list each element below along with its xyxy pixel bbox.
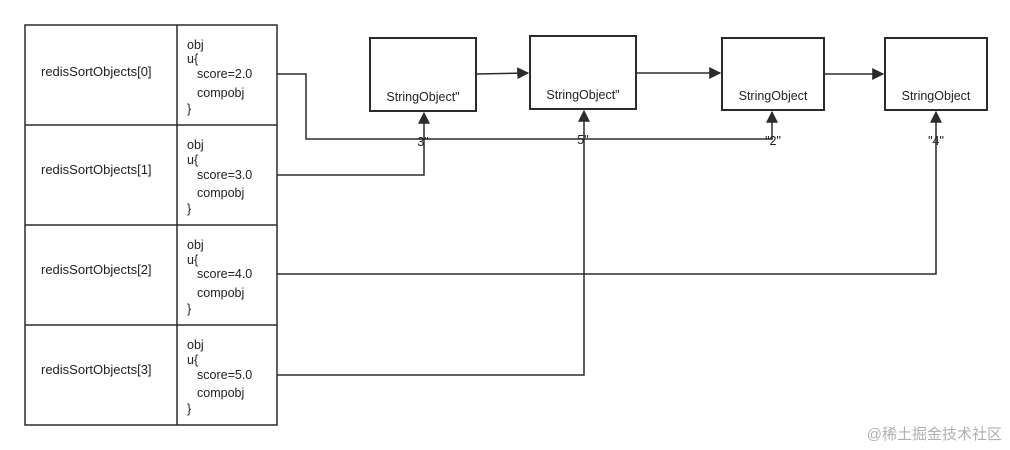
obj-field: obj xyxy=(187,38,204,52)
pointer-arrow-row1-to-3 xyxy=(277,111,430,176)
score-field: score=5.0 xyxy=(197,368,253,382)
string-object-box-4 xyxy=(884,37,988,111)
array-index-label: redisSortObjects[2] xyxy=(41,262,152,277)
string-object-line2: "2" xyxy=(765,134,781,148)
obj-field: obj xyxy=(187,238,204,252)
array-index-label: redisSortObjects[0] xyxy=(41,64,152,79)
chain-arrow-3-to-5 xyxy=(475,67,530,80)
score-field: score=2.0 xyxy=(197,67,253,81)
union-close: } xyxy=(187,402,192,416)
string-object-line1: StringObject" xyxy=(546,88,620,102)
pointer-arrow-row3-to-5 xyxy=(277,109,590,376)
string-object-line2: 3" xyxy=(417,135,429,149)
union-open: u{ xyxy=(187,153,199,167)
union-close: } xyxy=(187,202,192,216)
string-object-label: StringObject "2" xyxy=(722,59,824,164)
string-object-line1: StringObject xyxy=(901,89,971,103)
compobj-field: compobj xyxy=(197,386,245,400)
string-object-box-5 xyxy=(529,35,637,110)
union-close: } xyxy=(187,102,192,116)
string-object-line1: StringObject" xyxy=(386,90,460,104)
compobj-field: compobj xyxy=(197,186,245,200)
union-open: u{ xyxy=(187,52,199,66)
score-field: score=4.0 xyxy=(197,267,253,281)
watermark: @稀土掘金技术社区 xyxy=(866,426,1002,443)
pointer-arrow-row0-to-2 xyxy=(277,73,778,140)
string-object-label: StringObject "4" xyxy=(885,59,987,164)
string-object-box-3 xyxy=(369,37,477,112)
union-close: } xyxy=(187,302,192,316)
string-object-line2: "4" xyxy=(928,134,944,148)
compobj-field: compobj xyxy=(197,86,245,100)
score-field: score=3.0 xyxy=(197,168,253,182)
sort-objects-table xyxy=(24,24,278,426)
obj-field: obj xyxy=(187,138,204,152)
string-object-label: StringObject" 3" xyxy=(370,60,476,165)
string-object-label: StringObject" 5" xyxy=(530,58,636,163)
string-object-line2: 5" xyxy=(577,133,589,147)
string-object-line1: StringObject xyxy=(738,89,808,103)
union-open: u{ xyxy=(187,353,199,367)
array-index-label: redisSortObjects[1] xyxy=(41,162,152,177)
compobj-field: compobj xyxy=(197,286,245,300)
pointer-arrow-row2-to-4 xyxy=(277,110,942,275)
union-open: u{ xyxy=(187,253,199,267)
obj-field: obj xyxy=(187,338,204,352)
array-index-label: redisSortObjects[3] xyxy=(41,362,152,377)
